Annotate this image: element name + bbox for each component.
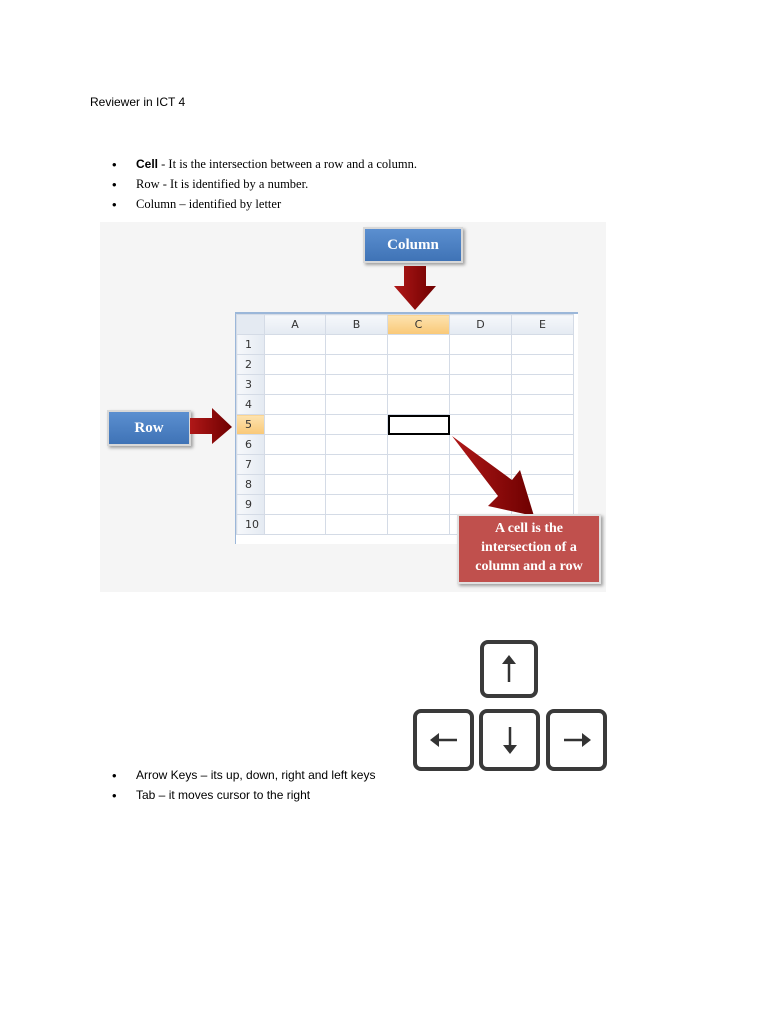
down-arrow-pointer-icon — [394, 266, 436, 310]
spreadsheet-figure: Column Row A B C D E 1 2 3 4 5 6 7 8 9 — [100, 222, 606, 592]
row-header[interactable]: 10 — [236, 514, 265, 535]
list-item-arrow-keys: Arrow Keys – its up, down, right and lef… — [112, 767, 375, 787]
arrow-up-icon — [502, 655, 516, 682]
table-row: 1 — [236, 334, 574, 355]
cell-callout: A cell is the intersection of a column a… — [457, 514, 601, 584]
column-header-a[interactable]: A — [264, 314, 326, 335]
term-cell: Cell — [136, 157, 159, 171]
column-header-c[interactable]: C — [387, 314, 450, 335]
column-header-d[interactable]: D — [449, 314, 512, 335]
row-header[interactable]: 3 — [236, 374, 265, 395]
row-header[interactable]: 2 — [236, 354, 265, 375]
list-item-row: Row - It is identified by a number. — [112, 176, 417, 196]
list-item-column: Column – identified by letter — [112, 196, 417, 216]
arrow-down-icon — [502, 727, 517, 754]
row-header[interactable]: 7 — [236, 454, 265, 475]
down-key — [479, 709, 540, 771]
keys-list: Arrow Keys – its up, down, right and lef… — [112, 767, 375, 807]
row-header[interactable]: 4 — [236, 394, 265, 415]
column-callout: Column — [363, 227, 463, 263]
column-header-row: A B C D E — [236, 314, 574, 335]
select-all-corner[interactable] — [236, 314, 265, 335]
column-header-e[interactable]: E — [511, 314, 574, 335]
diagonal-arrow-pointer-icon — [452, 436, 534, 516]
spreadsheet-grid: A B C D E 1 2 3 4 5 6 7 8 9 10 — [235, 312, 578, 544]
row-header-selected[interactable]: 5 — [236, 414, 265, 435]
table-row: 2 — [236, 354, 574, 375]
table-row: 5 — [236, 414, 574, 435]
row-header[interactable]: 8 — [236, 474, 265, 495]
table-row: 3 — [236, 374, 574, 395]
right-arrow-pointer-icon — [190, 408, 232, 444]
document-title: Reviewer in ICT 4 — [90, 95, 186, 109]
table-row: 4 — [236, 394, 574, 415]
list-item-cell: Cell - It is the intersection between a … — [112, 156, 417, 176]
row-header[interactable]: 6 — [236, 434, 265, 455]
row-definition: Row - It is identified by a number. — [136, 177, 309, 191]
row-callout: Row — [107, 410, 191, 446]
column-definition: Column – identified by letter — [136, 197, 282, 211]
left-key — [413, 709, 474, 771]
row-header[interactable]: 9 — [236, 494, 265, 515]
definitions-list: Cell - It is the intersection between a … — [112, 156, 417, 216]
cell-definition: - It is the intersection between a row a… — [158, 157, 417, 171]
column-header-b[interactable]: B — [325, 314, 388, 335]
right-key — [546, 709, 607, 771]
up-key — [480, 640, 538, 698]
active-cell[interactable] — [387, 414, 450, 435]
list-item-tab: Tab – it moves cursor to the right — [112, 787, 375, 807]
arrow-left-icon — [429, 733, 457, 747]
arrow-right-icon — [563, 733, 591, 747]
row-header[interactable]: 1 — [236, 334, 265, 355]
